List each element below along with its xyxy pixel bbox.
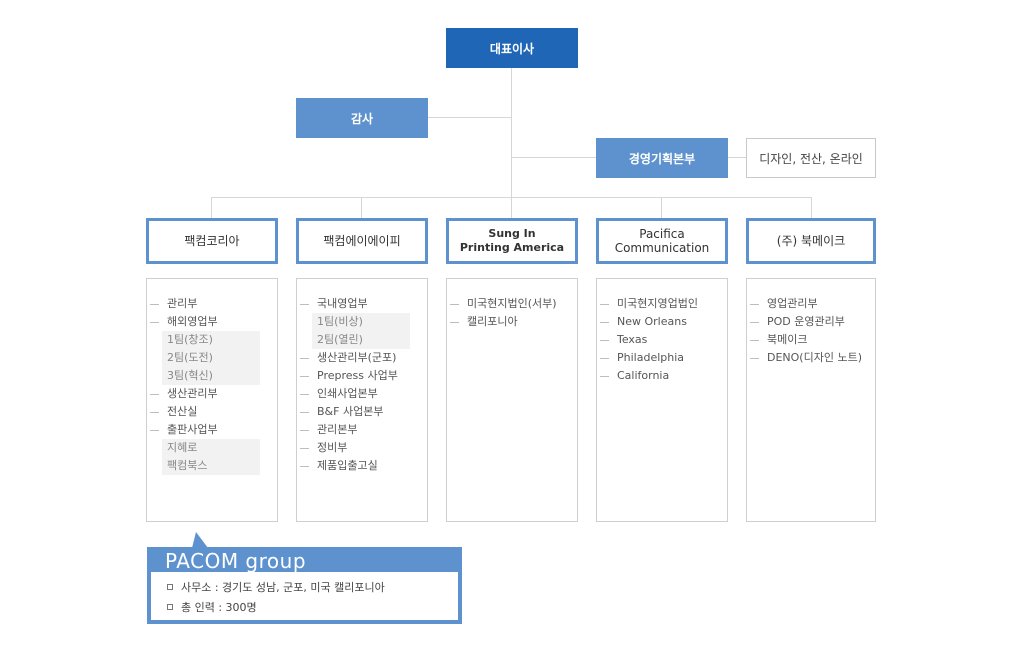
connector-drop-4: [661, 197, 662, 218]
team-item: 3팀(혁신): [167, 369, 213, 382]
bullet-square-icon: [167, 584, 173, 590]
ceo-box: 대표이사: [446, 28, 578, 68]
team-group: 1팀(비상) 2팀(열린): [312, 313, 410, 349]
group-staff-line: 총 인력 : 300명: [167, 599, 257, 615]
planning-side-box: 디자인, 전산, 온라인: [746, 138, 876, 178]
division-label-line2: Communication: [614, 241, 710, 255]
group-title: PACOM group: [165, 549, 307, 573]
division-box-1: 팩컴코리아: [146, 218, 278, 264]
group-info-callout: PACOM group 사무소 : 경기도 성남, 군포, 미국 캘리포니아 총…: [147, 547, 462, 624]
department-item: 전산실: [147, 403, 277, 421]
department-item: 미국현지법인(서부): [447, 295, 577, 313]
planning-side-label: 디자인, 전산, 온라인: [759, 151, 863, 166]
connector-horizontal-bus: [211, 197, 812, 198]
audit-label: 감사: [350, 111, 374, 126]
department-item: B&F 사업본부: [297, 403, 427, 421]
division-label-line1: Pacifica: [639, 227, 685, 241]
department-item: Prepress 사업부: [297, 367, 427, 385]
department-item: Texas: [597, 331, 727, 349]
imprint-item: 지혜로: [167, 441, 198, 454]
team-item: 2팀(도전): [167, 351, 213, 364]
callout-pointer: [192, 532, 208, 548]
department-item: 관리부: [147, 295, 277, 313]
department-item: Philadelphia: [597, 349, 727, 367]
department-item: California: [597, 367, 727, 385]
connector-drop-5: [811, 197, 812, 218]
department-item: 생산관리부: [147, 385, 277, 403]
division-label: (주) 북메이크: [776, 234, 846, 248]
connector-audit: [428, 117, 511, 118]
division-label-line1: Sung In: [488, 227, 536, 240]
division-box-3: Sung In Printing America: [446, 218, 578, 264]
imprint-group: 지혜로 팩컴북스: [162, 439, 260, 475]
group-staff: 총 인력 : 300명: [181, 601, 257, 614]
department-item: 정비부: [297, 439, 427, 457]
division-box-5: (주) 북메이크: [746, 218, 876, 264]
ceo-label: 대표이사: [489, 41, 535, 56]
division-box-2: 팩컴에이에이피: [296, 218, 428, 264]
bullet-square-icon: [167, 604, 173, 610]
team-group: 1팀(창조) 2팀(도전) 3팀(혁신): [162, 331, 260, 385]
department-item: New Orleans: [597, 313, 727, 331]
planning-box: 경영기획본부: [596, 138, 728, 178]
department-box-1: 관리부 해외영업부 1팀(창조) 2팀(도전) 3팀(혁신) 생산관리부 전산실…: [146, 278, 278, 522]
division-label: 팩컴코리아: [184, 234, 240, 248]
department-box-5: 영업관리부 POD 운영관리부 북메이크 DENO(디자인 노트): [746, 278, 876, 522]
department-item: POD 운영관리부: [747, 313, 875, 331]
connector-ceo-vertical: [511, 68, 512, 218]
group-info-body: 사무소 : 경기도 성남, 군포, 미국 캘리포니아 총 인력 : 300명: [151, 572, 458, 620]
connector-drop-2: [361, 197, 362, 218]
department-item: 관리본부: [297, 421, 427, 439]
department-item: 출판사업부: [147, 421, 277, 439]
planning-label: 경영기획본부: [628, 151, 696, 166]
department-item: 캘리포니아: [447, 313, 577, 331]
department-item: 제품입출고실: [297, 457, 427, 475]
connector-planning: [512, 157, 596, 158]
department-item: 생산관리부(군포): [297, 349, 427, 367]
team-item: 1팀(비상): [317, 315, 363, 328]
department-item: 미국현지영업법인: [597, 295, 727, 313]
department-item: 국내영업부: [297, 295, 427, 313]
department-box-3: 미국현지법인(서부) 캘리포니아: [446, 278, 578, 522]
department-item: 해외영업부: [147, 313, 277, 331]
department-item: DENO(디자인 노트): [747, 349, 875, 367]
team-item: 1팀(창조): [167, 333, 213, 346]
audit-box: 감사: [296, 98, 428, 138]
division-label-line2: Printing America: [459, 241, 565, 254]
division-label: 팩컴에이에이피: [323, 234, 401, 248]
department-box-4: 미국현지영업법인 New Orleans Texas Philadelphia …: [596, 278, 728, 522]
connector-planning-side: [728, 157, 746, 158]
group-office: 사무소 : 경기도 성남, 군포, 미국 캘리포니아: [181, 581, 385, 594]
department-item: 영업관리부: [747, 295, 875, 313]
department-box-2: 국내영업부 1팀(비상) 2팀(열린) 생산관리부(군포) Prepress 사…: [296, 278, 428, 522]
team-item: 2팀(열린): [317, 333, 363, 346]
department-item: 인쇄사업본부: [297, 385, 427, 403]
group-office-line: 사무소 : 경기도 성남, 군포, 미국 캘리포니아: [167, 579, 385, 595]
division-box-4: Pacifica Communication: [596, 218, 728, 264]
department-item: 북메이크: [747, 331, 875, 349]
connector-drop-1: [211, 197, 212, 218]
imprint-item: 팩컴북스: [167, 459, 208, 472]
